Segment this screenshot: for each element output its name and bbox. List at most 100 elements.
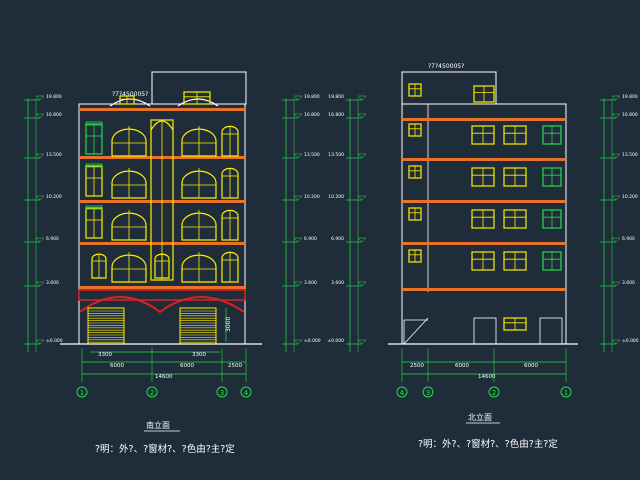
- left-strip-level-label: 13.500: [46, 152, 62, 158]
- axis-circle: [422, 386, 434, 398]
- north-title: 北立面: [468, 412, 492, 422]
- mid-strip-north-level-label: 16.800: [328, 112, 344, 118]
- north-dim-b: 6000: [455, 363, 469, 369]
- arch-frame: [181, 128, 217, 157]
- left-strip-level-marker: [35, 281, 45, 287]
- north-window-a: [471, 251, 495, 271]
- south-shutters: [87, 307, 217, 345]
- mid-strip-north-level-label: 19.800: [328, 94, 344, 100]
- north-axis-bubble: 4: [396, 386, 408, 398]
- mid-strip-north-level-marker: [357, 281, 367, 287]
- south-dim-2a: 6000: [110, 363, 124, 369]
- north-dim-a: 2500: [410, 363, 424, 369]
- north-window-a: [471, 209, 495, 229]
- south-gable-window: [119, 95, 135, 105]
- north-stair-window: [408, 249, 422, 263]
- north-floor-bands: [402, 118, 566, 291]
- south-small-arch-window: [91, 253, 107, 279]
- south-arch-window-left: [111, 210, 147, 241]
- mid-strip-south-level-marker: [293, 113, 303, 119]
- left-strip-level-label: 10.200: [46, 194, 62, 200]
- right-strip-level-label: 6.900: [622, 236, 635, 242]
- right-strip-level-label: ±0.000: [622, 338, 639, 344]
- axis-circle: [76, 386, 88, 398]
- north-floor-band: [402, 288, 566, 291]
- mid-strip-south-level-marker: [293, 339, 303, 345]
- mid-strip-south-level-label: 10.200: [304, 194, 320, 200]
- south-arch-window-right: [181, 210, 217, 241]
- mid-strip-north-level-marker: [357, 153, 367, 159]
- south-arch-window-edge: [221, 125, 239, 157]
- mid-strip-north-level-marker: [357, 95, 367, 101]
- north-window-a: [471, 125, 495, 145]
- north-stair-window: [408, 207, 422, 221]
- arch-frame: [221, 167, 239, 199]
- north-window-c: [542, 167, 562, 187]
- south-arcade-arches: [79, 296, 245, 314]
- north-window-c: [542, 251, 562, 271]
- right-strip-level-marker: [611, 237, 621, 243]
- south-window-hood: [85, 121, 103, 126]
- mid-strip-south-level-label: 3.600: [304, 280, 317, 286]
- left-strip-level-marker: [35, 195, 45, 201]
- arch-frame: [111, 170, 147, 199]
- north-floor-band: [402, 158, 566, 161]
- south-roller-shutter: [87, 307, 125, 345]
- arch-frame: [221, 125, 239, 157]
- north-ramp-slope: [403, 317, 429, 345]
- left-strip-level-marker: [35, 153, 45, 159]
- axis-label: 4: [244, 389, 249, 397]
- south-arch-window-left: [111, 168, 147, 199]
- mid-strip-north-level-marker: [357, 339, 367, 345]
- right-strip-level-marker: [611, 153, 621, 159]
- south-arch-window-right: [181, 126, 217, 157]
- north-window-b: [503, 251, 527, 271]
- south-gable-right: [177, 98, 219, 107]
- north-windows: [408, 83, 562, 331]
- left-strip-level-marker: [35, 339, 45, 345]
- right-strip-level-marker: [611, 113, 621, 119]
- north-tower-window: [473, 85, 495, 103]
- south-stair-window-arch: [150, 120, 174, 131]
- north-axis-bubble: 3: [422, 386, 434, 398]
- north-roof-note: ?7?450005?: [428, 63, 464, 70]
- south-side-window-left: [85, 123, 103, 155]
- axis-label: 4: [400, 389, 405, 397]
- south-arch-window-edge: [221, 209, 239, 241]
- south-window-hood: [85, 205, 103, 210]
- axis-label: 3: [426, 389, 430, 397]
- arch-frame: [181, 254, 217, 283]
- south-axis-bubble: 4: [240, 386, 252, 398]
- arch-frame: [154, 253, 170, 279]
- north-tower-window-small: [408, 83, 422, 97]
- right-strip-level-marker: [611, 339, 621, 345]
- south-window-hood: [85, 163, 103, 168]
- south-dim-2b: 6000: [180, 363, 194, 369]
- south-arch-window-right: [181, 168, 217, 199]
- south-axis-bubble: 3: [216, 386, 228, 398]
- arch-frame: [181, 212, 217, 241]
- arch-frame: [91, 253, 107, 279]
- south-side-window-left: [85, 207, 103, 239]
- left-strip-level-marker: [35, 237, 45, 243]
- mid-strip-north-level-marker: [357, 237, 367, 243]
- mid-strip-south-level-marker: [293, 95, 303, 101]
- south-arch-window-left: [111, 252, 147, 283]
- arch-frame: [221, 209, 239, 241]
- north-ramp: [403, 319, 428, 344]
- mid-strip-north-level-label: 13.500: [328, 152, 344, 158]
- mid-strip-south-level-label: 16.800: [304, 112, 320, 118]
- south-axis-bubble: 2: [146, 386, 158, 398]
- left-strip-level-marker: [35, 95, 45, 101]
- axis-label: 1: [564, 389, 568, 397]
- right-strip-level-label: 19.800: [622, 94, 638, 100]
- south-floor-band: [79, 286, 245, 289]
- mid-strip-south-level-label: 19.800: [304, 94, 320, 100]
- north-window-c: [542, 125, 562, 145]
- south-note: ?明：外?、?窗材?、?色由?主?定: [95, 443, 235, 455]
- south-arch-window-left: [111, 126, 147, 157]
